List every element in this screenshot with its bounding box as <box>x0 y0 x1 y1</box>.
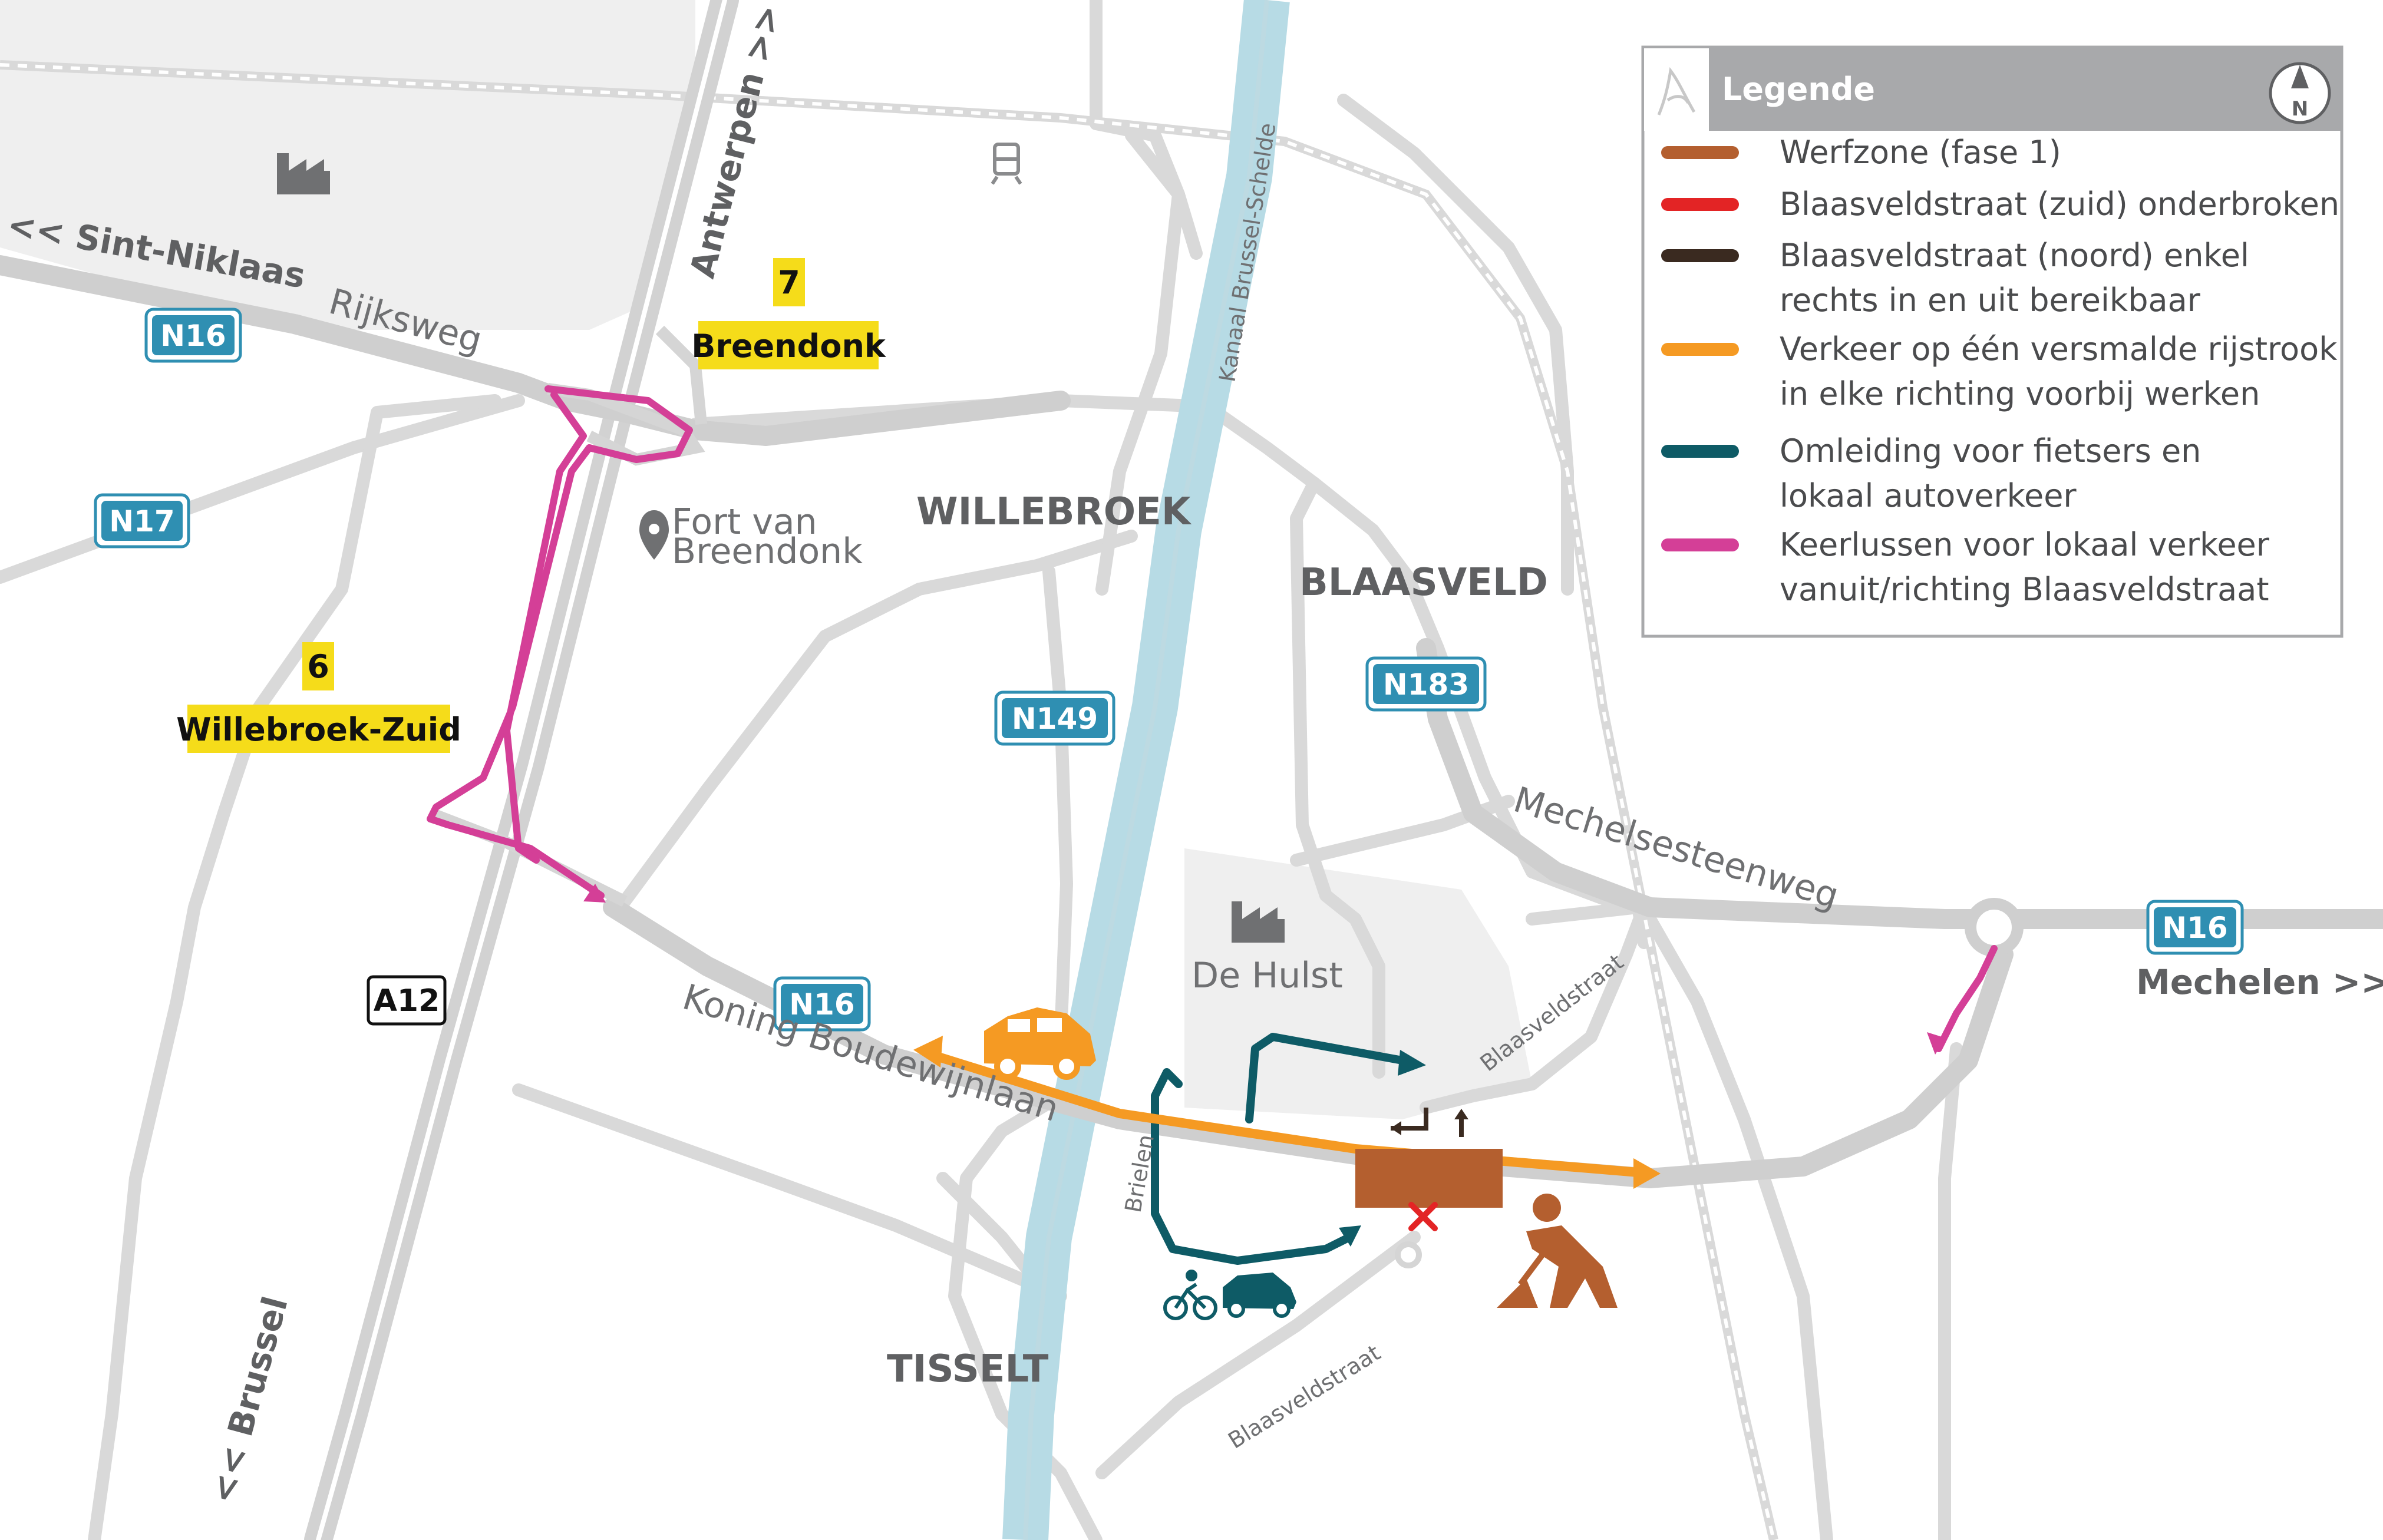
place-de-hulst: De Hulst <box>1192 955 1343 996</box>
legend-title: Legende <box>1722 71 1875 108</box>
legend-label: Werfzone (fase 1) <box>1780 134 2061 171</box>
svg-text:N16: N16 <box>2162 911 2227 945</box>
svg-text:N149: N149 <box>1012 702 1098 736</box>
svg-text:Breendonk: Breendonk <box>691 328 886 365</box>
legend-label: Omleiding voor fietsers en <box>1780 432 2201 470</box>
legend-label: Blaasveldstraat (zuid) onderbroken <box>1780 186 2339 223</box>
direction-brussel: << Brussel <box>202 1293 296 1508</box>
shield-n16-west: N16 <box>144 308 242 363</box>
legend-items: Werfzone (fase 1) Blaasveldstraat (zuid) … <box>1661 134 2339 608</box>
street-mechelsesteenweg: Mechelsesteenweg <box>1509 779 1844 917</box>
legend-label: Verkeer op één versmalde rijstrook <box>1780 331 2338 368</box>
a12-motorway <box>304 0 739 1540</box>
svg-text:Willebroek-Zuid: Willebroek-Zuid <box>176 711 461 748</box>
loop-arrowheads <box>583 884 1946 1055</box>
svg-text:A12: A12 <box>374 983 440 1019</box>
road-interrupted-cross <box>1408 1202 1438 1231</box>
place-blaasveld: BLAASVELD <box>1299 561 1548 604</box>
north-arrow-icon: N <box>2269 62 2331 124</box>
detour-routes <box>1151 1033 1407 1265</box>
railway <box>0 60 1778 1540</box>
exit-6-label: 6 Willebroek-Zuid <box>176 642 461 753</box>
right-in-out-arrowheads <box>1391 1109 1468 1135</box>
shield-n149: N149 <box>994 690 1115 746</box>
legend-label: in elke richting voorbij werken <box>1780 375 2260 412</box>
place-tisselt: TISSELT <box>887 1347 1049 1391</box>
svg-text:N17: N17 <box>109 504 174 538</box>
worker-icon <box>1497 1194 1618 1308</box>
detour-arrowheads <box>1339 1050 1426 1247</box>
svg-text:N: N <box>2292 97 2308 121</box>
bicycle-icon <box>1163 1270 1217 1320</box>
location-pin-icon <box>639 510 669 560</box>
svg-text:N16: N16 <box>160 319 226 353</box>
legend-label: lokaal autoverkeer <box>1780 477 2077 514</box>
local-car-icon <box>1223 1273 1296 1318</box>
legend-label: rechts in en uit bereikbaar <box>1780 282 2201 319</box>
roundabout-blaasveldstraat <box>1395 1241 1422 1268</box>
shield-n183: N183 <box>1365 656 1487 712</box>
svg-text:6: 6 <box>307 648 329 685</box>
turning-loops <box>427 385 1998 1052</box>
roundabout-east <box>1965 898 2024 957</box>
shield-a12: A12 <box>367 975 447 1026</box>
canal-brussel-schelde <box>1002 0 1290 1540</box>
legend: Legende N Werfzone (fase 1) Blaasveldstra… <box>1641 45 2344 638</box>
place-willebroek: WILLEBROEK <box>916 490 1192 534</box>
shield-n17: N17 <box>94 493 190 548</box>
exit-7-label: 7 Breendonk <box>691 258 886 369</box>
legend-label: Blaasveldstraat (noord) enkel <box>1780 237 2249 274</box>
factory-icon <box>1232 901 1285 943</box>
flanders-logo-icon <box>1657 67 1696 115</box>
legend-label: vanuit/richting Blaasveldstraat <box>1780 571 2269 608</box>
svg-text:N16: N16 <box>789 987 854 1022</box>
svg-text:N183: N183 <box>1383 667 1469 702</box>
car-icon <box>984 1007 1096 1080</box>
place-fort-line2: Breendonk <box>672 531 863 572</box>
shield-n16-center: N16 <box>773 976 871 1032</box>
industrial-area-northwest <box>0 0 695 330</box>
legend-label: Keerlussen voor lokaal verkeer <box>1780 526 2270 563</box>
train-icon <box>991 143 1022 185</box>
shield-n16-east: N16 <box>2146 900 2244 955</box>
place-fort-line1: Fort van <box>672 501 817 543</box>
minor-roads <box>0 0 1963 1540</box>
canal-edge <box>1023 0 1269 1540</box>
factory-icon <box>277 153 330 194</box>
direction-mechelen: Mechelen >> <box>2136 962 2383 1002</box>
werfzone <box>1355 1149 1503 1208</box>
svg-text:7: 7 <box>778 264 800 301</box>
